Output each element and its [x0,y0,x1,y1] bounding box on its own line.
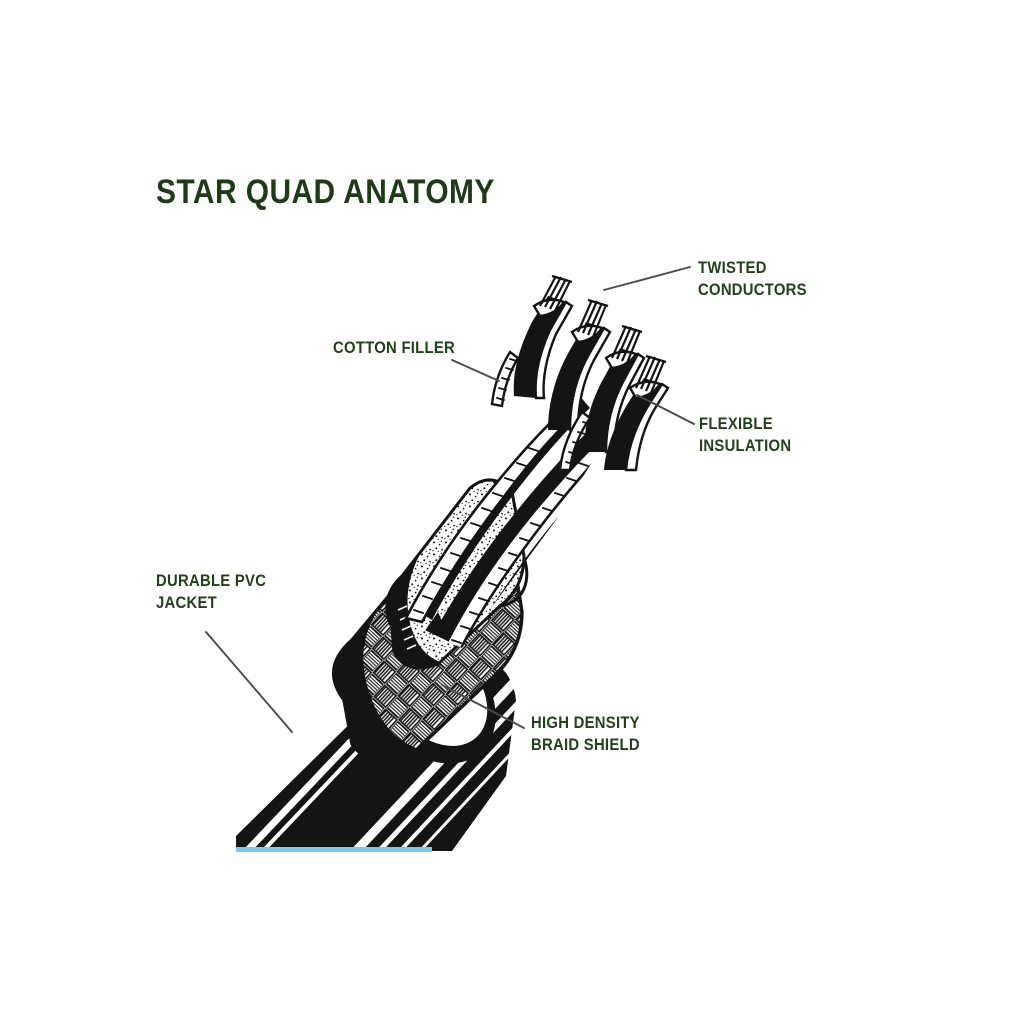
callout-flexible-insulation-line1: FLEXIBLE [699,415,773,433]
callout-high-density-braid-shield: HIGH DENSITY BRAID SHIELD [531,713,640,757]
callout-twisted-conductors-line1: TWISTED [698,259,767,277]
callout-flexible-insulation-line2: INSULATION [699,436,792,455]
leader-braid-shield [441,684,525,729]
callout-cotton-filler-line1: COTTON FILLER [333,339,456,357]
callout-twisted-conductors-line2: CONDUCTORS [698,280,807,299]
callout-braid-shield-line1: HIGH DENSITY [531,714,640,732]
leader-twisted-conductors [603,266,691,291]
callout-durable-pvc-jacket-line1: DURABLE PVC [156,572,267,590]
callout-braid-shield-line2: BRAID SHIELD [531,735,640,754]
leader-cotton-filler [451,359,500,382]
conductor-leg-2 [548,298,612,432]
leader-flexible-insulation [636,394,695,425]
leader-lines [205,266,695,733]
callout-flexible-insulation: FLEXIBLE INSULATION [699,414,791,458]
callout-twisted-conductors: TWISTED CONDUCTORS [698,258,807,302]
conductor-leg-1 [513,274,574,400]
leader-durable-pvc-jacket [205,631,293,733]
callout-cotton-filler: COTTON FILLER [333,338,455,360]
callout-durable-pvc-jacket: DURABLE PVC JACKET [156,571,266,615]
callout-durable-pvc-jacket-line2: JACKET [156,593,218,612]
page-title: STAR QUAD ANATOMY [156,173,495,211]
